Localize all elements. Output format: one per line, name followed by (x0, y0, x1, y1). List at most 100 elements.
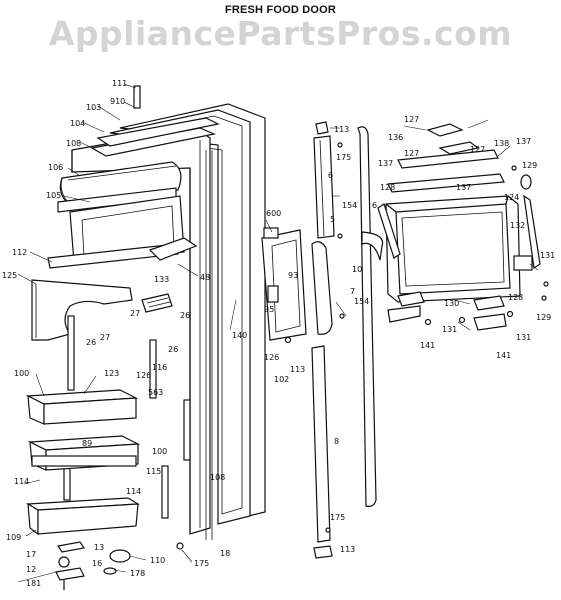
lower-hinge-parts (55, 541, 184, 590)
part-label-103: 103 (86, 103, 101, 112)
part-label-100a: 100 (14, 369, 29, 378)
part-label-48: 48 (200, 273, 210, 282)
part-label-131c: 131 (516, 333, 531, 342)
part-label-125: 125 (2, 271, 17, 280)
door-bin-lower (26, 497, 140, 536)
part-label-124: 124 (504, 193, 519, 202)
part-label-128b: 128 (508, 293, 523, 302)
handle-cap-set (313, 121, 343, 239)
part-label-175b: 175 (336, 153, 351, 162)
module-panel (31, 279, 133, 341)
door-bin-middle (27, 435, 141, 471)
part-label-112: 112 (12, 248, 27, 257)
part-label-140: 140 (232, 331, 247, 340)
part-label-104: 104 (70, 119, 85, 128)
door-outer-panel (109, 103, 266, 525)
part-label-175a: 175 (194, 559, 209, 568)
part-label-89: 89 (82, 439, 92, 448)
part-label-141b: 141 (496, 351, 511, 360)
part-label-115: 115 (146, 467, 161, 476)
dairy-compartment (47, 161, 185, 269)
part-label-137c: 137 (456, 183, 471, 192)
part-label-113b: 113 (334, 125, 349, 134)
part-label-130: 130 (444, 299, 459, 308)
utility-compartment (141, 237, 198, 313)
handle-grip (311, 233, 345, 335)
part-label-6a: 6 (328, 171, 333, 180)
part-label-175c: 175 (330, 513, 345, 522)
door-top-trim (90, 85, 220, 157)
part-label-26c: 26 (168, 345, 178, 354)
leader-lines (17, 83, 539, 583)
part-label-127b: 127 (470, 145, 485, 154)
part-label-600: 600 (266, 209, 281, 218)
part-label-126a: 126 (136, 371, 151, 380)
part-label-102: 102 (274, 375, 289, 384)
part-label-18: 18 (220, 549, 230, 558)
part-label-137b: 137 (378, 159, 393, 168)
part-label-10: 10 (352, 265, 362, 274)
part-label-138: 138 (494, 139, 509, 148)
part-label-113a: 113 (290, 365, 305, 374)
part-label-154a: 154 (342, 201, 357, 210)
dispenser-hardware-top (387, 123, 532, 193)
part-label-8: 8 (334, 437, 339, 446)
part-label-133: 133 (154, 275, 169, 284)
part-label-136: 136 (388, 133, 403, 142)
part-labels: 111 910 103 104 108 106 105 112 125 48 1… (2, 79, 555, 588)
part-label-26a: 26 (180, 311, 190, 320)
part-label-129b: 129 (536, 313, 551, 322)
part-label-126b: 126 (264, 353, 279, 362)
part-label-178: 178 (130, 569, 145, 578)
dispenser-arms (377, 194, 549, 301)
part-label-128a: 128 (380, 183, 395, 192)
part-label-95: 95 (264, 305, 274, 314)
part-label-127a: 127 (404, 115, 419, 124)
handle-trim-long (357, 126, 384, 507)
dispenser-bottom-brackets (387, 291, 514, 331)
part-label-108: 108 (66, 139, 81, 148)
part-label-93: 93 (288, 271, 298, 280)
part-label-16: 16 (92, 559, 102, 568)
part-label-109: 109 (6, 533, 21, 542)
part-label-123: 123 (104, 369, 119, 378)
part-label-114b: 114 (126, 487, 141, 496)
part-label-563: 563 (148, 388, 163, 397)
part-label-114a: 114 (14, 477, 29, 486)
part-label-5: 5 (330, 215, 335, 224)
dispenser-frame (385, 195, 521, 303)
part-label-17: 17 (26, 550, 36, 559)
part-label-7: 7 (350, 287, 355, 296)
part-label-116: 116 (152, 363, 167, 372)
part-label-131a: 131 (540, 251, 555, 260)
part-label-13: 13 (94, 543, 104, 552)
part-label-106: 106 (48, 163, 63, 172)
part-label-181: 181 (26, 579, 41, 588)
part-label-113c: 113 (340, 545, 355, 554)
part-label-110: 110 (150, 556, 165, 565)
part-label-108b: 108 (210, 473, 225, 482)
handle-bracket (261, 227, 307, 341)
door-bin-upper (25, 389, 139, 425)
handle-lower-trim (284, 336, 333, 559)
shelf-rails (63, 315, 191, 519)
part-label-129a: 129 (522, 161, 537, 170)
part-label-26b: 26 (86, 338, 96, 347)
part-label-154b: 154 (354, 297, 369, 306)
part-label-27a: 27 (130, 309, 140, 318)
diagram-title: FRESH FOOD DOOR (224, 4, 337, 16)
door-liner (71, 127, 213, 540)
watermark: AppliancePartsPros.com (48, 14, 513, 53)
part-label-132: 132 (510, 221, 525, 230)
part-label-137a: 137 (516, 137, 531, 146)
part-label-12: 12 (26, 565, 36, 574)
part-label-105: 105 (46, 191, 61, 200)
part-label-111: 111 (112, 79, 127, 88)
part-label-131b: 131 (442, 325, 457, 334)
part-label-6b: 6 (372, 201, 377, 210)
part-label-27b: 27 (100, 333, 110, 342)
part-label-100b: 100 (152, 447, 167, 456)
part-label-127c: 127 (404, 149, 419, 158)
